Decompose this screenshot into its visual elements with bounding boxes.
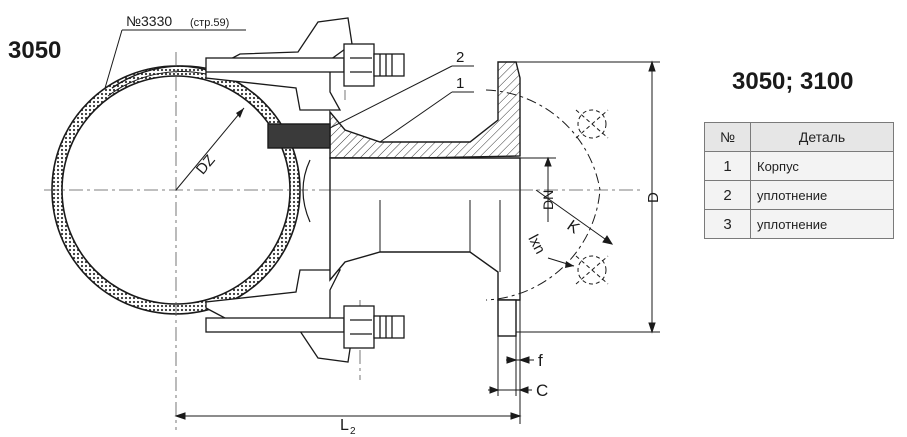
bolt-hole-upper [575,109,609,139]
parts-table-number: 3 [704,209,751,239]
bolt-hole-lower [575,255,609,285]
table-row: 1 Корпус [704,151,894,181]
parts-table-header: № Деталь [704,122,894,152]
parts-table-part-name: уплотнение [750,209,894,239]
callout-part-1-label: 1 [456,75,464,92]
dimension-l2: L 2 [174,412,522,437]
dimension-k: K [535,189,614,245]
dimension-d-label: D [645,192,662,203]
seal-part-2 [267,123,331,149]
dimension-c: C [488,381,548,400]
reference-note-number: №3330 [126,13,172,29]
model-label-left: 3050 [8,37,61,64]
dimension-l2-subscript: 2 [350,426,356,437]
dimension-dn: DN [520,156,556,222]
parts-table-part-name: Корпус [750,151,894,181]
parts-table-header-number: № [704,122,751,152]
parts-table: № Деталь 1 Корпус 2 уплотнение 3 уплотне… [704,122,894,239]
dimension-f-label: f [538,351,543,370]
dimension-l2-label: L [340,417,349,434]
parts-table-number: 1 [704,151,751,181]
reference-note: №3330 (стр.59) [102,13,246,96]
dimension-c-label: C [536,381,548,400]
parts-table-header-part: Деталь [750,122,894,152]
dimension-dn-label: DN [540,190,556,210]
callout-part-2-label: 2 [456,49,464,66]
table-row: 2 уплотнение [704,180,894,210]
model-label-right: 3050; 3100 [732,68,853,95]
callout-part-2: 2 [329,49,474,129]
bottom-bolt-assembly [205,269,405,363]
dimension-k-label: K [564,217,583,237]
table-row: 3 уплотнение [704,209,894,239]
callout-part-1: 1 [379,75,474,143]
reference-note-page: (стр.59) [190,17,229,29]
dimension-d: D [516,60,662,334]
dimension-lxn: lxn [524,232,575,268]
parts-table-number: 2 [704,180,751,210]
housing-body [267,61,521,337]
dimension-f: f [497,300,543,424]
dimension-lxn-label: lxn [524,232,548,257]
top-bolt-assembly [205,17,405,111]
parts-table-part-name: уплотнение [750,180,894,210]
